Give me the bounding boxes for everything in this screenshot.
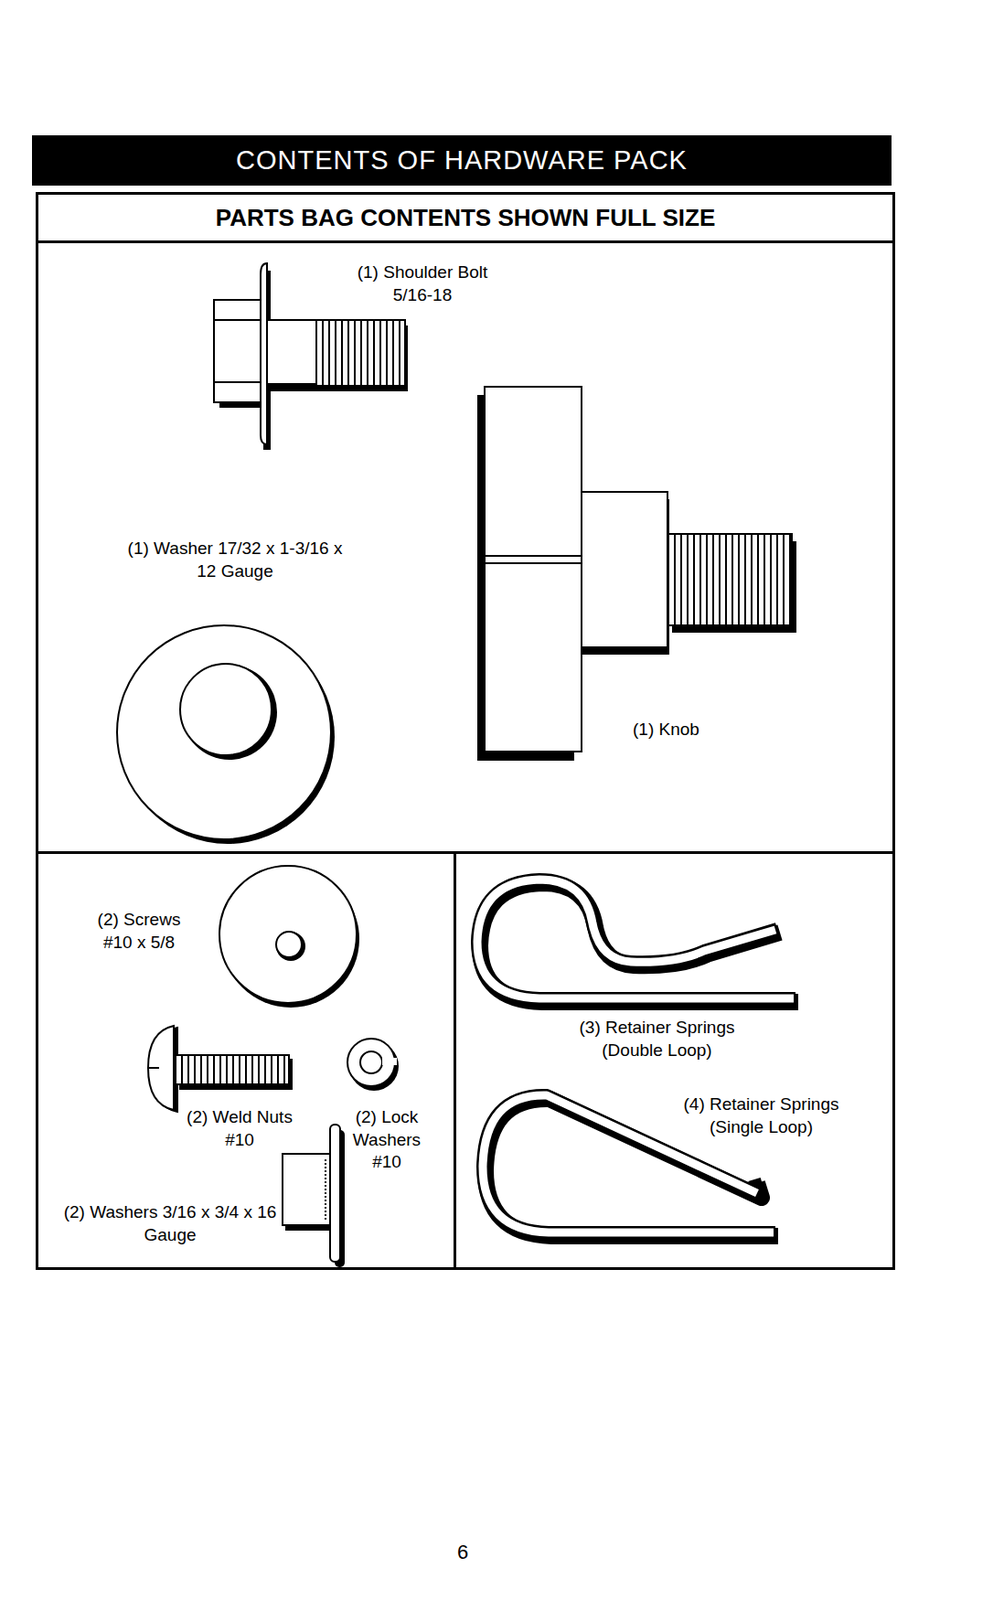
page-number: 6 [457, 1540, 469, 1564]
title-bar: CONTENTS OF HARDWARE PACK [32, 135, 892, 186]
panel: (3) Retainer Springs (Double Loop) (4) Re… [453, 851, 896, 1271]
part-label: (4) Retainer Springs (Single Loop) [662, 1093, 860, 1139]
panel: (2) Screws #10 x 5/8 (2) Weld Nuts #10 (2)… [35, 851, 457, 1271]
part-label: (2) Weld Nuts #10 [182, 1106, 297, 1152]
large-washer [117, 625, 335, 844]
heading-band: PARTS BAG CONTENTS SHOWN FULL SIZE [35, 192, 896, 244]
retainer-spring-double [477, 879, 799, 1003]
shoulder-bolt [213, 263, 408, 450]
weld-nut [282, 1124, 345, 1268]
screw [148, 1025, 293, 1112]
part-label: (2) Lock Washers #10 [345, 1106, 428, 1175]
heading: PARTS BAG CONTENTS SHOWN FULL SIZE [38, 194, 893, 241]
lock-washer [347, 1038, 399, 1091]
retainer-spring-single [482, 1095, 779, 1237]
part-label: (1) Knob [632, 718, 743, 742]
part-label: (1) Washer 17/32 x 1-3/16 x 12 Gauge [116, 537, 354, 583]
knob [477, 386, 797, 761]
panel: (1) Shoulder Bolt 5/16-18 (1) Washer 17/3… [35, 240, 896, 855]
part-label: (1) Shoulder Bolt 5/16-18 [340, 261, 505, 307]
page-number: 6 [457, 1540, 469, 1565]
part-label: (3) Retainer Springs (Double Loop) [558, 1016, 756, 1062]
small-washer [219, 865, 360, 1008]
part-label: (2) Washers 3/16 x 3/4 x 16 Gauge [60, 1201, 280, 1247]
title: CONTENTS OF HARDWARE PACK [235, 145, 688, 176]
part-label: (2) Screws #10 x 5/8 [84, 908, 194, 954]
